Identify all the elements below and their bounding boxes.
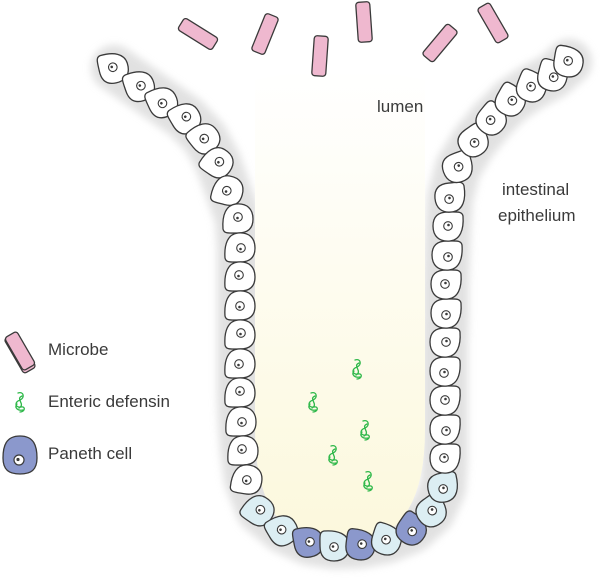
epithelial-cell xyxy=(224,261,256,292)
epithelial-cell xyxy=(429,443,461,474)
epithelial-cell xyxy=(263,515,299,547)
legend-defensin: Enteric defensin xyxy=(0,380,220,426)
microbe xyxy=(177,17,219,51)
microbe-legend-icon xyxy=(4,331,36,371)
paneth-cell xyxy=(291,527,324,558)
epithelial-cell xyxy=(210,175,244,206)
epithelial-cell xyxy=(430,298,462,329)
enteric-defensin xyxy=(363,471,373,492)
paneth-cell xyxy=(345,527,376,561)
epithelial-cell xyxy=(429,327,461,358)
enteric-defensin xyxy=(352,359,362,380)
epithelial-cell xyxy=(429,385,461,416)
epithelium-label-line2: epithelium xyxy=(498,206,576,225)
epithelial-cell xyxy=(430,269,462,300)
epithelial-cell xyxy=(441,149,473,184)
epithelial-cell xyxy=(319,530,350,562)
microbe xyxy=(355,1,373,43)
paneth-legend-icon xyxy=(2,435,38,475)
epithelial-cell xyxy=(427,470,458,503)
epithelium-label-line1: intestinal xyxy=(502,180,570,199)
microbe xyxy=(422,23,458,63)
epithelial-cell xyxy=(553,44,584,78)
lumen-region xyxy=(255,70,425,545)
epithelial-cell xyxy=(224,290,256,321)
epithelial-cell xyxy=(225,406,257,437)
epithelial-cell xyxy=(229,464,263,495)
legend-defensin-label: Enteric defensin xyxy=(48,392,170,411)
epithelial-cell xyxy=(224,319,256,350)
epithelial-cell xyxy=(96,53,129,84)
defensin-legend-icon xyxy=(15,392,25,413)
epithelial-cell xyxy=(224,377,256,408)
enteric-defensin xyxy=(328,445,338,466)
epithelial-cell xyxy=(429,414,461,445)
legend-microbe-label: Microbe xyxy=(48,340,109,359)
epithelial-cell xyxy=(224,348,256,379)
microbe xyxy=(311,35,329,77)
epithelium-cells xyxy=(96,44,584,562)
epithelial-cell xyxy=(198,147,234,179)
enteric-defensin xyxy=(308,392,318,413)
microbe xyxy=(251,13,279,55)
epithelial-cell xyxy=(457,122,489,158)
epithelial-cell xyxy=(432,211,464,242)
enteric-defensin xyxy=(360,420,370,441)
legend-paneth: Paneth cell xyxy=(0,432,200,478)
epithelial-cell xyxy=(224,232,256,263)
legend-paneth-label: Paneth cell xyxy=(48,444,133,463)
epithelial-cell xyxy=(222,203,254,234)
epithelial-cell xyxy=(370,521,402,556)
epithelial-cell xyxy=(239,495,275,527)
legend-microbe: Microbe xyxy=(0,328,200,374)
lumen-label: lumen xyxy=(377,97,424,116)
epithelial-cell xyxy=(429,356,461,387)
epithelial-cell xyxy=(431,240,463,271)
defensins xyxy=(308,359,373,492)
microbe xyxy=(477,2,509,44)
epithelial-cell xyxy=(227,435,259,466)
